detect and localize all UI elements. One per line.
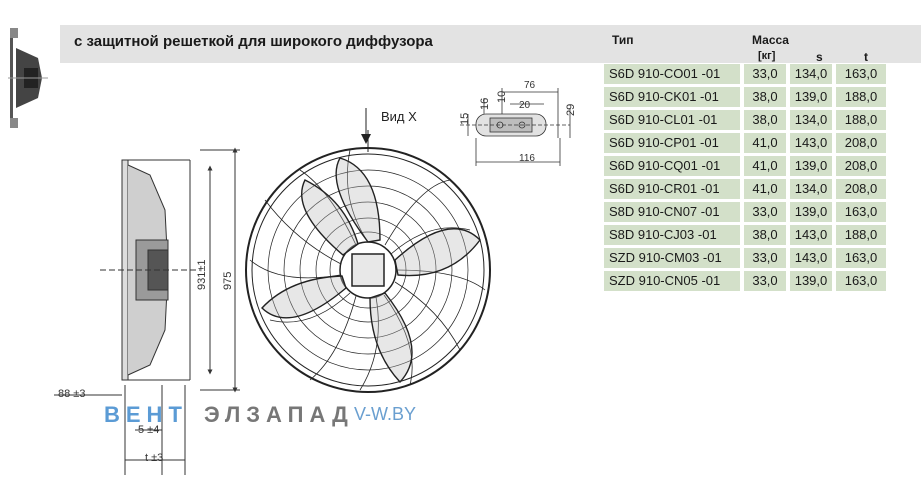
section-title: с защитной решеткой для широкого диффузо… — [74, 33, 433, 50]
cell-type: S6D 910-CP01 -01 — [604, 133, 740, 153]
column-header-mass: Масса — [752, 33, 789, 47]
watermark-url: V-W.BY — [354, 404, 417, 424]
cell-s: 139,0 — [790, 202, 832, 222]
dim-20: 20 — [519, 100, 531, 111]
view-x-label: Вид X — [381, 109, 417, 124]
cell-s: 134,0 — [790, 179, 832, 199]
cell-t: 163,0 — [836, 202, 886, 222]
fan-front-view — [245, 130, 491, 393]
cell-t: 188,0 — [836, 225, 886, 245]
terminal-box-detail-drawing — [460, 88, 571, 166]
cell-t: 188,0 — [836, 87, 886, 107]
column-header-mass-unit: [кг] — [758, 50, 776, 62]
dim-76: 76 — [524, 80, 536, 91]
fan-side-thumbnail-icon — [8, 28, 48, 128]
cell-type: S6D 910-CK01 -01 — [604, 87, 740, 107]
dim-931: 931±1 — [196, 259, 208, 290]
cell-type: S6D 910-CQ01 -01 — [604, 156, 740, 176]
watermark-brand-right: ЭЛЗАПАД — [204, 402, 354, 427]
cell-type: S6D 910-CR01 -01 — [604, 179, 740, 199]
cell-type: S6D 910-CL01 -01 — [604, 110, 740, 130]
cell-type: SZD 910-CM03 -01 — [604, 248, 740, 268]
column-header-type: Тип — [612, 33, 634, 47]
dim-15: 15 — [459, 112, 471, 125]
cell-s: 139,0 — [790, 156, 832, 176]
column-header-s: s — [816, 50, 823, 64]
cell-s: 143,0 — [790, 225, 832, 245]
watermark-brand-left: ВЕНТ — [104, 402, 188, 427]
cell-t: 208,0 — [836, 179, 886, 199]
fan-side-view — [54, 147, 240, 475]
cell-type: SZD 910-CN05 -01 — [604, 271, 740, 291]
cell-s: 143,0 — [790, 248, 832, 268]
fan-technical-drawing — [54, 108, 491, 475]
cell-t: 208,0 — [836, 133, 886, 153]
cell-mass: 41,0 — [744, 133, 786, 153]
dim-29: 29 — [565, 103, 577, 116]
cell-s: 134,0 — [790, 110, 832, 130]
cell-mass: 33,0 — [744, 271, 786, 291]
dim-t: t ±3 — [145, 452, 164, 464]
cell-t: 163,0 — [836, 64, 886, 84]
cell-mass: 33,0 — [744, 202, 786, 222]
column-header-t: t — [864, 50, 868, 64]
cell-s: 139,0 — [790, 87, 832, 107]
cell-t: 163,0 — [836, 271, 886, 291]
cell-mass: 38,0 — [744, 225, 786, 245]
cell-type: S8D 910-CJ03 -01 — [604, 225, 740, 245]
cell-s: 139,0 — [790, 271, 832, 291]
dim-116: 116 — [519, 153, 535, 164]
cell-mass: 38,0 — [744, 110, 786, 130]
dim-10: 10 — [496, 90, 508, 103]
header-band — [60, 25, 921, 63]
cell-s: 143,0 — [790, 133, 832, 153]
dim-88: 88 ±3 — [58, 388, 86, 400]
cell-mass: 33,0 — [744, 64, 786, 84]
cell-t: 163,0 — [836, 248, 886, 268]
cell-mass: 41,0 — [744, 156, 786, 176]
dim-16: 16 — [479, 97, 491, 110]
cell-t: 208,0 — [836, 156, 886, 176]
cell-mass: 33,0 — [744, 248, 786, 268]
cell-s: 134,0 — [790, 64, 832, 84]
dim-5: 5 ±4 — [138, 424, 160, 436]
cell-type: S6D 910-CO01 -01 — [604, 64, 740, 84]
cell-type: S8D 910-CN07 -01 — [604, 202, 740, 222]
cell-t: 188,0 — [836, 110, 886, 130]
cell-mass: 41,0 — [744, 179, 786, 199]
dim-975: 975 — [222, 271, 234, 290]
view-x-arrow — [361, 108, 371, 144]
cell-mass: 38,0 — [744, 87, 786, 107]
